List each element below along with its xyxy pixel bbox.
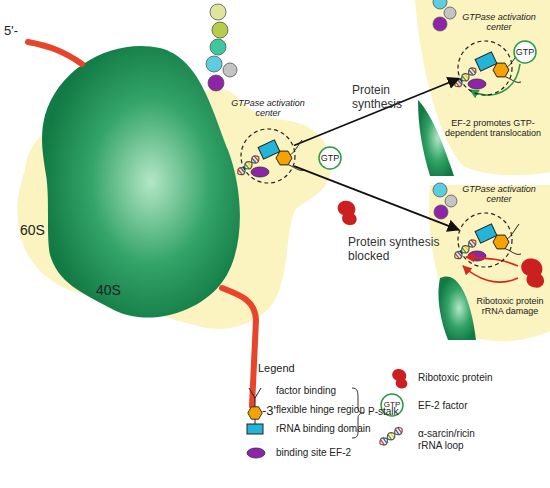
large-subunit (429, 185, 550, 341)
gtp-circle: GTP (513, 40, 537, 64)
legend-text: rRNA binding domain (276, 423, 371, 435)
dashed-outline (240, 128, 296, 184)
dashed-outline (457, 212, 513, 268)
factor-name: GTP (513, 40, 537, 64)
p-protein (210, 4, 226, 20)
subunit-name: 60S (20, 222, 45, 238)
small-subunit (438, 276, 476, 340)
p-protein (434, 205, 448, 219)
gtp-outline (319, 147, 341, 169)
dashed-outline (457, 40, 513, 96)
gtpase-center: GTPase activation center (457, 212, 513, 268)
p-protein (212, 22, 228, 38)
legend-title: Legend (258, 362, 295, 375)
legend-text: binding site EF-2 (276, 447, 351, 459)
subunit-name: 40S (96, 282, 121, 298)
p-protein (223, 63, 237, 77)
p-protein (444, 7, 456, 19)
strand-end: -3' (262, 404, 276, 419)
factor-name: GTP (318, 146, 342, 170)
ribotoxic-sample (392, 369, 407, 388)
rrna-domain-sample (247, 424, 263, 434)
p-stalk (453, 52, 521, 89)
mrna-strand (222, 288, 256, 406)
p-stalk (453, 224, 521, 261)
panel-note: Ribotoxic protein rRNA damage (470, 296, 550, 317)
rrna-loop-sample (378, 425, 404, 447)
panel-note: EF-2 promotes GTP-dependent translocatio… (438, 118, 548, 139)
p-stalk (236, 140, 304, 177)
p-protein (433, 17, 447, 31)
ribotoxic-protein (338, 201, 357, 225)
p-protein (206, 56, 222, 72)
gtp-outline (514, 41, 536, 63)
mrna-strand (28, 42, 82, 64)
stalk-protein-chain (433, 0, 456, 31)
dashed-circle (241, 129, 295, 183)
center-heading: GTPase activation center (457, 184, 541, 205)
legend-text: α-sarcin/ricin rRNA loop (418, 428, 498, 451)
p-protein (433, 0, 447, 9)
p-protein (433, 183, 447, 197)
ribotoxic-protein (521, 258, 544, 287)
gtp-circle: GTP (318, 146, 342, 170)
symbol-text: GTP (380, 400, 404, 409)
legend-text: flexible hinge region (276, 404, 365, 416)
factor-binding-sample (249, 388, 261, 398)
edge-label: Protein synthesis (352, 84, 418, 112)
damage-arrow (466, 257, 518, 266)
p-protein (210, 39, 226, 55)
center-heading: GTPase activation center (457, 12, 541, 33)
legend-text: factor binding (276, 385, 336, 397)
dashed-circle (458, 213, 512, 267)
damage-arrow (463, 266, 518, 282)
binding-site-sample (247, 448, 265, 458)
edge-label: Protein synthesis blocked (348, 236, 448, 264)
small-subunit (42, 46, 240, 318)
center-heading: GTPase activation center (226, 98, 310, 119)
flow-arrow (294, 79, 459, 146)
strand-end: 5'- (4, 24, 18, 39)
stalk-protein-chain (206, 4, 237, 91)
hinge-sample (248, 407, 262, 419)
p-protein (208, 75, 224, 91)
flow-arrow (294, 166, 459, 230)
p-protein (445, 195, 457, 207)
dashed-circle (458, 41, 512, 95)
legend-text: Ribotoxic protein (418, 372, 492, 384)
legend-text: EF-2 factor (418, 400, 467, 412)
gtpase-center: GTPase activation center (240, 128, 296, 184)
legend-pstalk-sample (247, 388, 263, 434)
stalk-protein-chain (433, 183, 457, 219)
gtpase-center: GTPase activation center (457, 40, 513, 96)
